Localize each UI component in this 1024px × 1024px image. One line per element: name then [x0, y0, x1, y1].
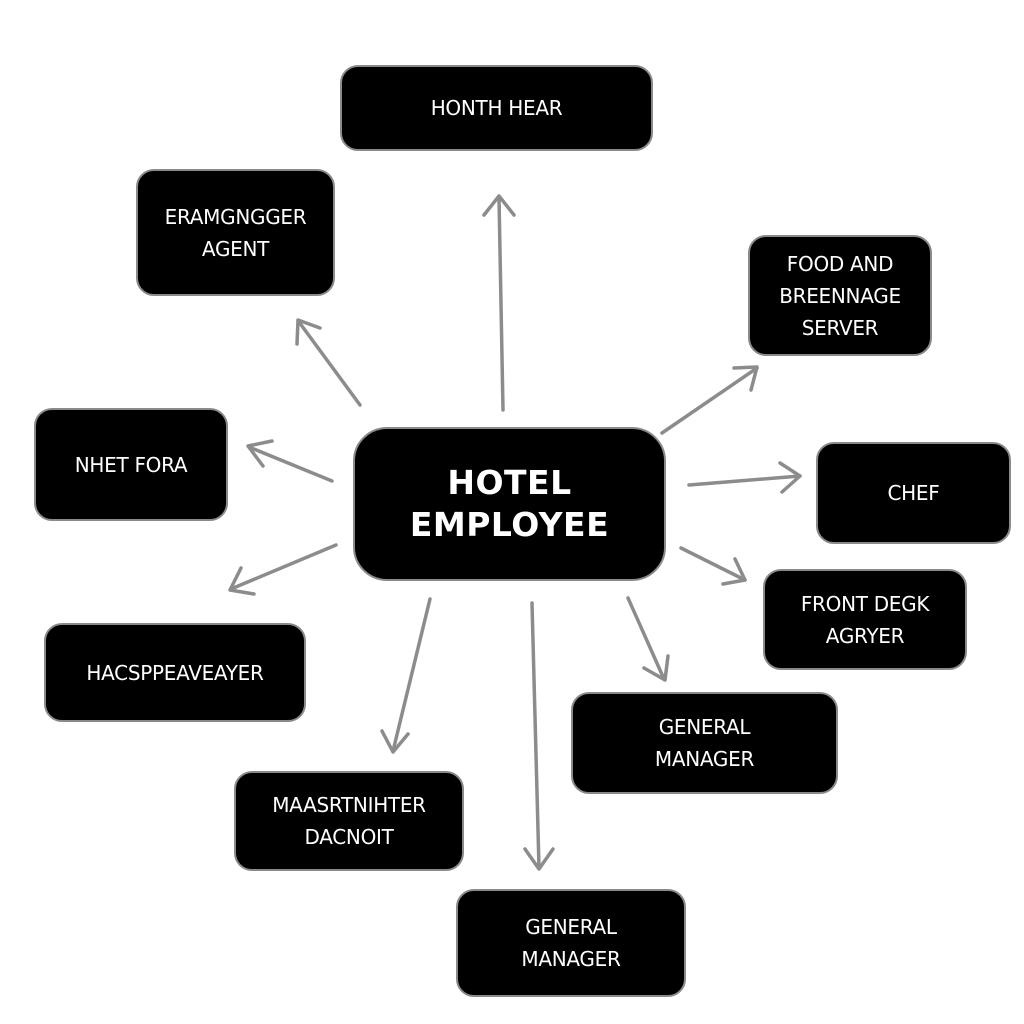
node-maintenance-label-line-2: DACNOIT	[304, 825, 394, 849]
arrow-to-general-manager-2-node	[523, 601, 555, 871]
node-right-label-line-1: CHEF	[887, 481, 940, 505]
node-top-left-label-line-1: ERAMGNGGER	[164, 204, 307, 229]
node-general-manager-2-label-line-1: GENERAL	[525, 915, 617, 939]
node-top-right: FOOD AND BREENNAGE SERVER	[748, 235, 932, 356]
node-front-desk-label-line-2: AGRYER	[825, 623, 905, 648]
node-top-label-line-1: HONTH HEAR	[430, 96, 563, 120]
node-general-manager-2: GENERAL MANAGER	[456, 889, 686, 997]
arrow-to-top-node	[482, 194, 516, 412]
arrow-to-top-right-node	[660, 365, 759, 435]
node-top: HONTH HEAR	[340, 65, 653, 151]
node-top-right-label-line-2: BREENNAGE	[779, 283, 901, 308]
arrow-to-housekeeper-node	[228, 543, 338, 596]
node-front-desk: FRONT DEGK AGRYER	[763, 569, 967, 670]
node-left: NHET FORA	[34, 408, 228, 521]
arrow-to-general-manager-1-node	[626, 596, 670, 682]
arrow-to-right-node	[687, 461, 802, 494]
center-node: HOTEL EMPLOYEE	[353, 427, 666, 581]
node-top-left-label-line-2: AGENT	[201, 236, 270, 261]
node-front-desk-label-line-1: FRONT DEGK	[800, 591, 930, 616]
arrow-to-front-desk-node	[679, 546, 747, 586]
arrow-to-maintenance-node	[380, 597, 432, 754]
node-general-manager-1: GENERAL MANAGER	[571, 692, 838, 794]
node-maintenance-label-line-1: MAASRTNIHTER	[272, 793, 426, 817]
node-left-label-line-1: NHET FORA	[74, 452, 188, 477]
node-maintenance: MAASRTNIHTER DACNOIT	[234, 771, 464, 871]
arrow-to-left-node	[246, 439, 334, 483]
node-general-manager-1-label-line-2: MANAGER	[654, 747, 755, 771]
node-general-manager-1-label-line-1: GENERAL	[658, 715, 751, 739]
center-node-label-line-2: EMPLOYEE	[409, 505, 610, 544]
node-housekeeper-label-line-1: HACSPPEAVEAYER	[86, 660, 264, 685]
center-node-label-line-1: HOTEL	[447, 463, 572, 502]
node-top-right-label-line-1: FOOD AND	[786, 251, 894, 276]
node-right: CHEF	[816, 442, 1011, 544]
node-top-left: ERAMGNGGER AGENT	[136, 169, 335, 296]
node-top-right-label-line-3: SERVER	[801, 315, 879, 340]
node-general-manager-2-label-line-2: MANAGER	[521, 947, 621, 971]
node-housekeeper: HACSPPEAVEAYER	[44, 623, 306, 722]
arrow-to-top-left-node	[295, 318, 362, 407]
